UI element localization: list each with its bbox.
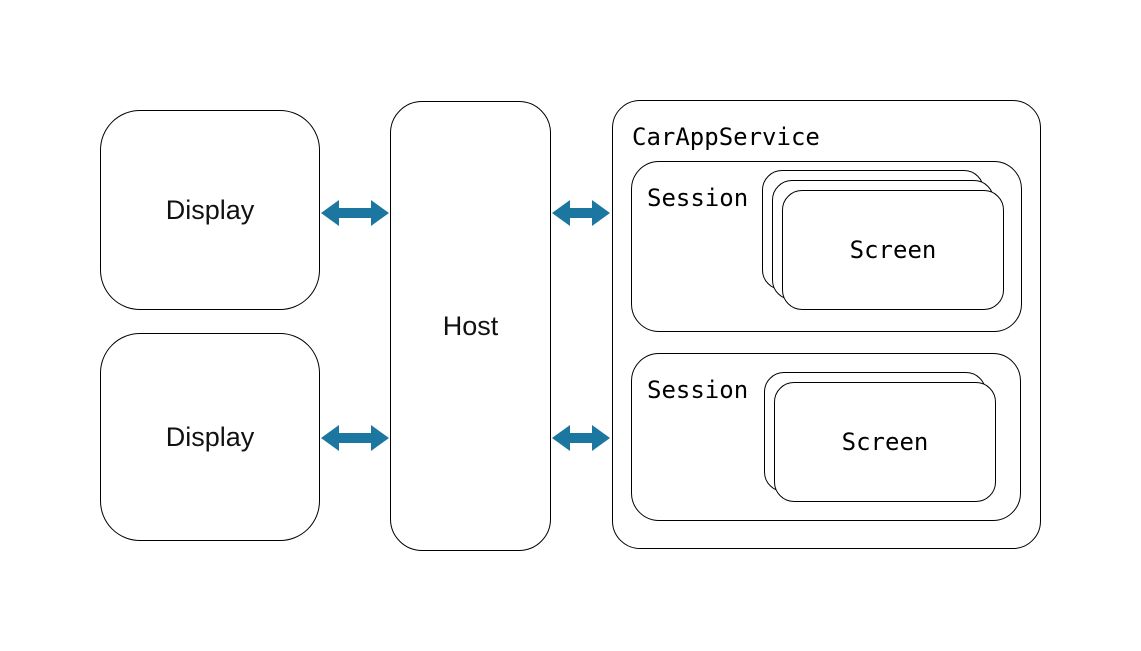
session-bottom-label: Session <box>647 376 749 404</box>
arrow-shape <box>552 425 610 451</box>
session-top-label: Session <box>647 184 749 212</box>
screen-stack-bottom: Screen <box>764 372 996 502</box>
host-label: Host <box>442 310 499 341</box>
bidirectional-arrow-icon <box>552 425 610 451</box>
display-bottom-label: Display <box>165 421 255 452</box>
screen-stack-top: Screen <box>762 170 1004 310</box>
bidirectional-arrow-icon <box>321 200 389 226</box>
session-top-box: Session Screen <box>631 161 1022 332</box>
arrow-shape <box>321 200 389 226</box>
screen-label: Screen <box>849 236 937 264</box>
bidirectional-arrow-icon <box>321 425 389 451</box>
display-bottom-box: Display <box>100 333 320 541</box>
session-bottom-box: Session Screen <box>631 353 1021 521</box>
host-box: Host <box>390 101 551 551</box>
bidirectional-arrow-icon <box>552 200 610 226</box>
screen-label: Screen <box>841 428 929 456</box>
arrow-shape <box>552 200 610 226</box>
car-app-service-box: CarAppService Session Screen Session Scr… <box>612 100 1041 549</box>
arrow-shape <box>321 425 389 451</box>
screen-card: Screen <box>774 382 996 502</box>
screen-card: Screen <box>782 190 1004 310</box>
car-app-service-label: CarAppService <box>632 123 820 151</box>
display-top-box: Display <box>100 110 320 310</box>
display-top-label: Display <box>165 194 255 225</box>
